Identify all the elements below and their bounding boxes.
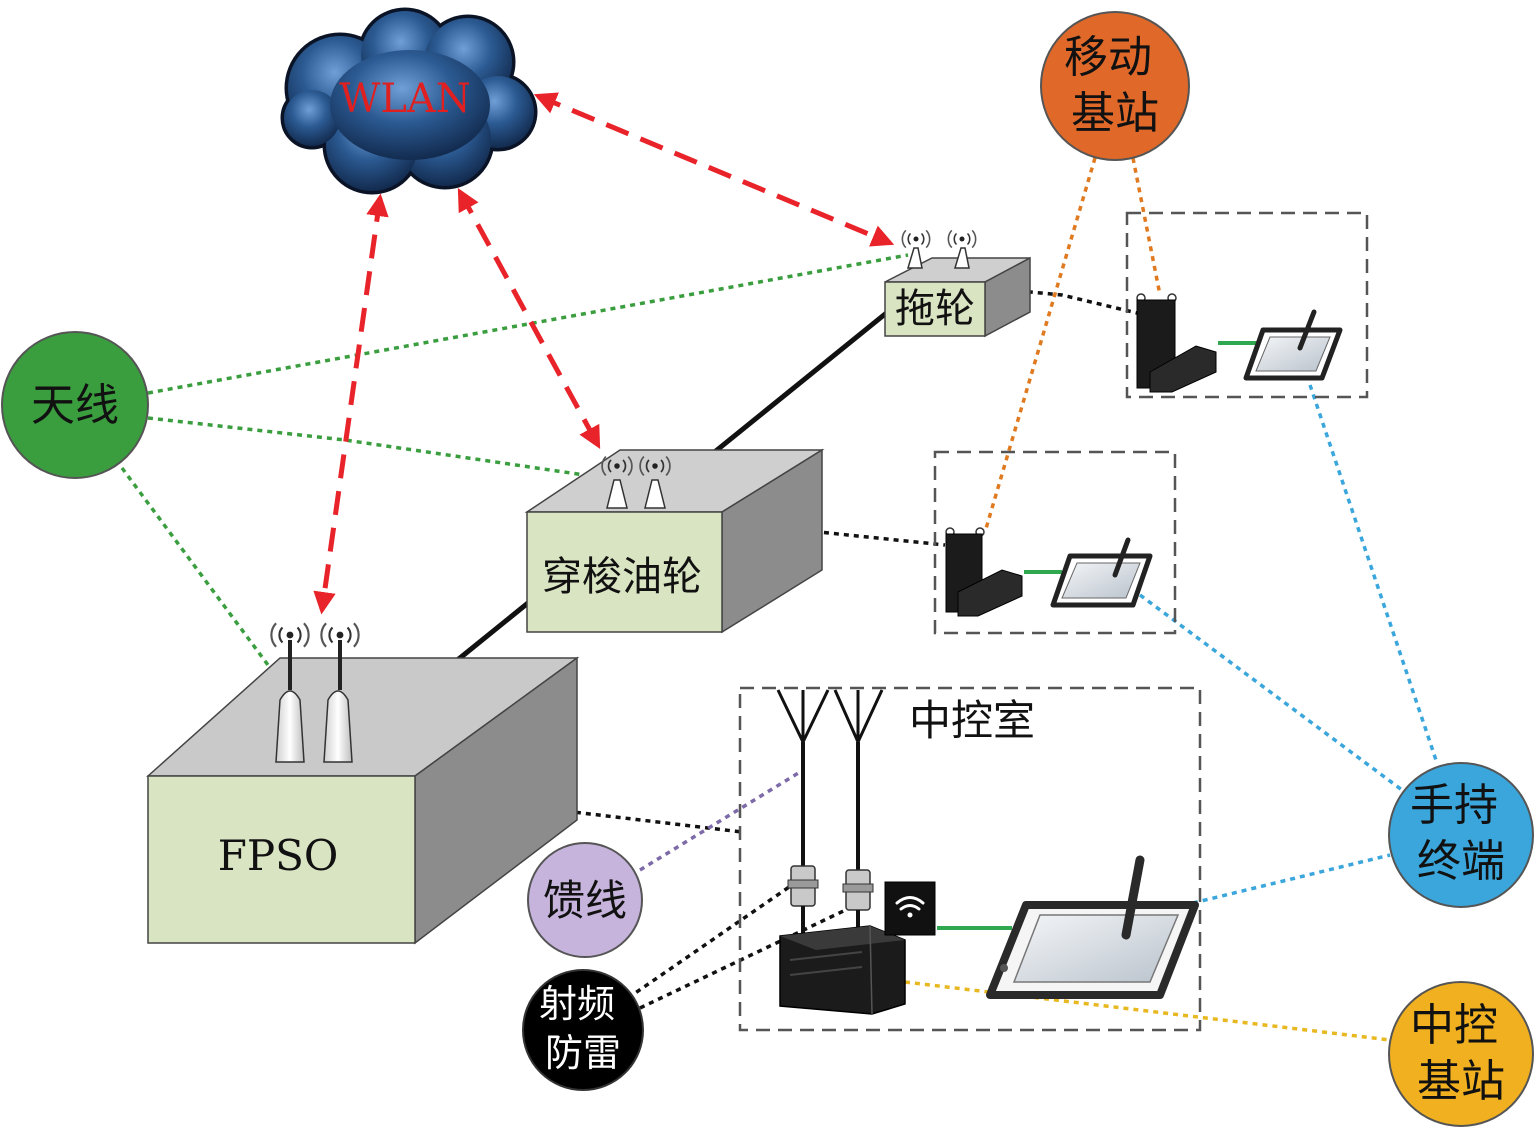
handheld-terminal-line1: 手持 [1410, 780, 1498, 831]
feeder-node: 馈线 [527, 842, 643, 958]
fpso-label: FPSO [218, 831, 339, 880]
shuttle-tanker-box: 穿梭油轮 [524, 448, 825, 634]
tug-radio-unit [1136, 293, 1217, 393]
tanker-front-face [526, 511, 723, 633]
tanker-antenna-mast [606, 479, 628, 509]
handheld-terminal-line2: 终端 [1417, 836, 1505, 887]
control-room-group: 中控室 [738, 686, 1202, 1032]
mobile-base-station-line1: 移动 [1064, 32, 1152, 83]
rf-lightning-protection-node: 射频 防雷 [522, 969, 644, 1091]
tanker-tablet [1050, 537, 1153, 608]
rf-lightning-line2: 防雷 [545, 1031, 621, 1075]
fpso-antenna-body [275, 690, 305, 763]
blue-handheld-links [1138, 384, 1439, 905]
feeder-node-label: 馈线 [543, 876, 627, 925]
control-room-label: 中控室 [909, 696, 1035, 745]
handheld-terminal-node: 手持 终端 [1388, 762, 1534, 908]
handheld-to-control-tablet-link [1192, 853, 1391, 905]
wifi-icon [895, 896, 925, 918]
handheld-to-tanker-tablet-link [1138, 593, 1404, 792]
tug-tablet [1243, 309, 1343, 381]
rf-to-arrester-1-link [627, 883, 793, 1000]
stylus-icon [1297, 309, 1317, 351]
rf-lightning-line1: 射频 [539, 982, 615, 1026]
control-base-station-link [904, 980, 1391, 1042]
tug-antenna-mast [906, 247, 923, 269]
shuttle-tanker-label: 穿梭油轮 [542, 554, 702, 600]
tug-signal-icon [901, 229, 931, 249]
tanker-terminal-frame [933, 450, 1177, 635]
tug-terminal-frame [1125, 211, 1369, 399]
tug-signal-icon [947, 229, 977, 249]
fpso-front-face [147, 775, 416, 944]
mobile-to-tanker-terminal-link [983, 157, 1097, 533]
tug-label: 拖轮 [895, 286, 975, 332]
tug-antenna-mast [953, 247, 970, 269]
control-base-station-line2: 基站 [1417, 1056, 1505, 1107]
mobile-base-station-line2: 基站 [1071, 88, 1159, 139]
base-station-router [779, 925, 906, 1015]
tug-terminal-group [1125, 211, 1369, 399]
fpso-antenna-body [323, 690, 353, 763]
antenna-node-label: 天线 [31, 380, 119, 431]
wlan-to-tug-link [533, 92, 895, 247]
mobile-base-station-node: 移动 基站 [1040, 11, 1190, 161]
tug-antennas [901, 229, 977, 269]
stylus-icon [1112, 537, 1131, 578]
fpso-antennas [270, 622, 360, 763]
stylus-icon [1121, 855, 1145, 940]
wifi-access-point [884, 881, 936, 936]
orange-mobile-links [983, 157, 1162, 533]
control-room-tablet [986, 855, 1199, 999]
control-base-station-node: 中控 基站 [1388, 981, 1534, 1127]
fpso-box: FPSO [146, 622, 580, 945]
lightning-arrester-1 [787, 865, 819, 935]
control-base-station-line1: 中控 [1410, 1000, 1498, 1051]
tanker-antennas [601, 455, 671, 509]
tanker-terminal-group [933, 450, 1177, 635]
svg-text:中控 基站: 中控 基站 [1410, 1000, 1512, 1107]
wlan-label: WLAN [339, 76, 471, 122]
tanker-antenna-mast [644, 479, 666, 509]
mobile-to-tug-terminal-link [1131, 157, 1162, 296]
svg-text:射频 防雷: 射频 防雷 [539, 982, 627, 1075]
tanker-radio-unit [945, 527, 1023, 617]
wlan-cloud: WLAN [280, 7, 538, 195]
control-room-antenna-1 [776, 689, 830, 868]
antenna-to-tanker-link [147, 416, 606, 480]
control-room-antenna-2 [833, 689, 884, 872]
svg-text:手持 终端: 手持 终端 [1410, 780, 1512, 887]
antenna-to-tug-link [147, 253, 909, 395]
lightning-arrester-2 [842, 869, 874, 930]
wlan-links [313, 92, 895, 615]
tug-box: 拖轮 [884, 229, 1031, 338]
feeder-link [639, 770, 801, 872]
antenna-node: 天线 [1, 331, 149, 479]
tug-front-face [884, 281, 986, 337]
svg-text:移动 基站: 移动 基站 [1064, 32, 1166, 139]
handheld-to-tug-tablet-link [1308, 384, 1439, 764]
wlan-to-tanker-link [457, 188, 601, 449]
control-room-frame [738, 686, 1202, 1032]
wlan-to-fpso-link [313, 193, 389, 615]
